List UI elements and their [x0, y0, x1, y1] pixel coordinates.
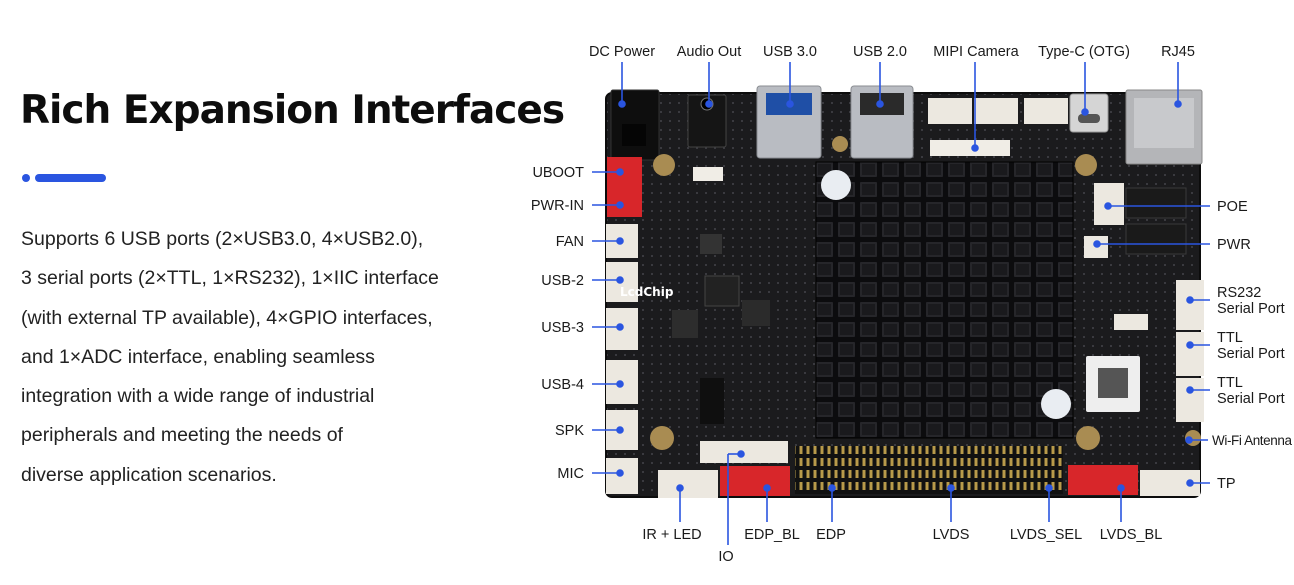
mount-hole	[653, 154, 675, 176]
mipi-connectors	[928, 98, 1068, 156]
label-usb-3: USB-3	[541, 320, 584, 336]
label-spk: SPK	[555, 423, 584, 439]
mount-hole	[1075, 154, 1097, 176]
label-audio-out: Audio Out	[677, 44, 742, 60]
accent-divider	[22, 173, 106, 183]
accent-bar	[35, 174, 106, 182]
right-white-connectors	[1176, 280, 1204, 422]
mount-hole	[832, 136, 848, 152]
label-ttl2-line1: TTL	[1217, 375, 1243, 391]
label-pwr-in: PWR-IN	[531, 198, 584, 214]
label-edp: EDP	[816, 527, 846, 543]
label-uboot: UBOOT	[532, 165, 584, 181]
usb3-port	[756, 85, 822, 159]
label-tp: TP	[1217, 476, 1236, 492]
type-c-port	[1069, 93, 1109, 133]
label-edp-bl: EDP_BL	[744, 527, 800, 543]
label-mic: MIC	[557, 466, 584, 482]
label-rj45: RJ45	[1161, 44, 1195, 60]
heatsink	[815, 161, 1074, 439]
left-red-connector	[607, 157, 642, 217]
description-line: Supports 6 USB ports (2×USB3.0, 4×USB2.0…	[21, 228, 424, 250]
label-ttl1-line1: TTL	[1217, 330, 1243, 346]
label-poe: POE	[1217, 199, 1248, 215]
label-usb20: USB 2.0	[853, 44, 907, 60]
label-mipi-camera: MIPI Camera	[933, 44, 1019, 60]
usb2-port	[850, 85, 914, 159]
label-lvds: LVDS	[933, 527, 970, 543]
label-rs232-line1: RS232	[1217, 285, 1261, 301]
label-pwr: PWR	[1217, 237, 1251, 253]
description: Supports 6 USB ports (2×USB3.0, 4×USB2.0…	[21, 220, 501, 495]
dc-power-jack	[610, 89, 660, 161]
description-line: peripherals and meeting the needs of	[21, 424, 343, 447]
callout-lines	[592, 62, 1210, 545]
description-line: integration with a wide range of industr…	[21, 385, 375, 408]
label-usb-4: USB-4	[541, 377, 584, 393]
watermark: LcdChip	[620, 285, 674, 299]
label-wifi-antenna: Wi-Fi Antenna	[1212, 433, 1292, 448]
accent-dot	[22, 174, 30, 182]
description-line: diverse application scenarios.	[21, 463, 277, 486]
label-ttl1-line2: Serial Port	[1217, 346, 1285, 362]
description-line: 3 serial ports (2×TTL, 1×RS232), 1×IIC i…	[21, 267, 439, 290]
label-io: IO	[718, 549, 733, 565]
label-ir-led: IR + LED	[642, 527, 701, 543]
label-type-c: Type-C (OTG)	[1038, 44, 1130, 60]
label-usb30: USB 3.0	[763, 44, 817, 60]
description-line: (with external TP available), 4×GPIO int…	[21, 306, 433, 329]
label-fan: FAN	[556, 234, 584, 250]
left-white-connectors	[606, 224, 638, 494]
label-rs232-line2: Serial Port	[1217, 301, 1285, 317]
label-ttl2-line2: Serial Port	[1217, 391, 1285, 407]
label-lvds-bl: LVDS_BL	[1100, 527, 1163, 543]
mount-hole	[650, 426, 674, 450]
label-lvds-sel: LVDS_SEL	[1010, 527, 1082, 543]
mount-hole	[1076, 426, 1100, 450]
pcb-components	[672, 167, 1201, 446]
rj45-port	[1125, 89, 1203, 165]
label-usb-2: USB-2	[541, 273, 584, 289]
page-title: Rich Expansion Interfaces	[20, 88, 565, 133]
description-line: and 1×ADC interface, enabling seamless	[21, 345, 375, 368]
label-dc-power: DC Power	[589, 44, 655, 60]
